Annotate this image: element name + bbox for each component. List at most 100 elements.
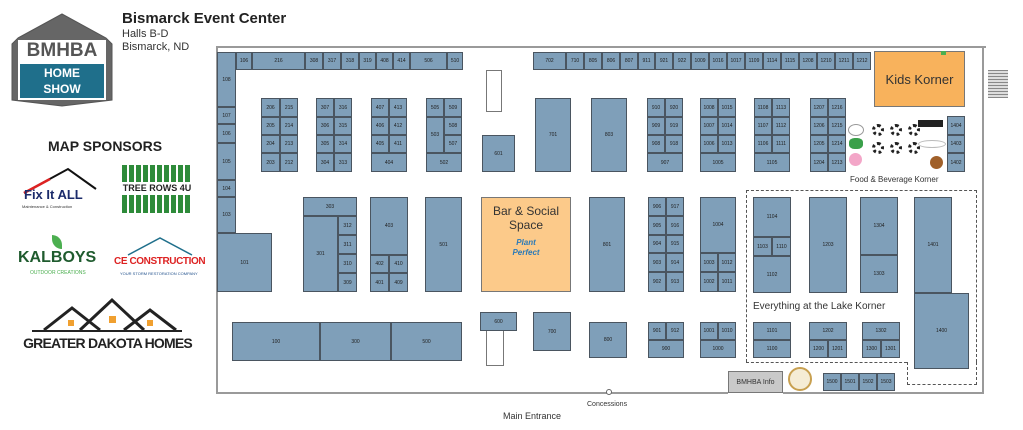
booth-108[interactable]: 108 xyxy=(217,52,236,107)
booth-600[interactable]: 600 xyxy=(480,312,517,331)
booth-801[interactable]: 801 xyxy=(589,197,625,292)
booth-1211[interactable]: 1211 xyxy=(835,52,853,70)
booth-1401[interactable]: 1401 xyxy=(914,197,952,293)
booth-405[interactable]: 405 xyxy=(371,135,389,153)
booth-800[interactable]: 800 xyxy=(589,322,627,358)
booth-1214[interactable]: 1214 xyxy=(828,135,846,153)
booth-305[interactable]: 305 xyxy=(316,135,334,153)
booth-319[interactable]: 319 xyxy=(359,52,376,70)
booth-710[interactable]: 710 xyxy=(566,52,584,70)
booth-1109[interactable]: 1109 xyxy=(745,52,763,70)
booth-906[interactable]: 906 xyxy=(648,197,666,216)
booth-901[interactable]: 901 xyxy=(648,322,666,340)
booth-215[interactable]: 215 xyxy=(280,98,298,117)
booth-409[interactable]: 409 xyxy=(389,273,408,292)
booth-1203[interactable]: 1203 xyxy=(809,197,847,293)
booth-1013[interactable]: 1013 xyxy=(718,135,736,153)
booth-1015[interactable]: 1015 xyxy=(718,98,736,117)
booth-1113[interactable]: 1113 xyxy=(772,98,790,117)
booth-1001[interactable]: 1001 xyxy=(700,322,718,340)
booth-803[interactable]: 803 xyxy=(591,98,627,172)
booth-503[interactable]: 503 xyxy=(426,117,444,153)
booth-915[interactable]: 915 xyxy=(666,235,684,253)
booth-315[interactable]: 315 xyxy=(334,117,352,135)
sponsor-treerows4u[interactable]: TREE ROWS 4U xyxy=(122,165,192,213)
booth-1102[interactable]: 1102 xyxy=(753,256,791,293)
booth-412[interactable]: 412 xyxy=(389,117,407,135)
booth-1112[interactable]: 1112 xyxy=(772,117,790,135)
booth-203[interactable]: 203 xyxy=(261,153,280,172)
booth-907[interactable]: 907 xyxy=(647,153,683,172)
booth-701[interactable]: 701 xyxy=(535,98,571,172)
booth-501[interactable]: 501 xyxy=(425,197,462,292)
booth-1404[interactable]: 1404 xyxy=(947,116,965,135)
booth-912[interactable]: 912 xyxy=(666,322,684,340)
booth-407[interactable]: 407 xyxy=(371,98,389,117)
booth-313[interactable]: 313 xyxy=(334,153,352,172)
booth-1501[interactable]: 1501 xyxy=(841,373,859,391)
booth-1007[interactable]: 1007 xyxy=(700,117,718,135)
booth-314[interactable]: 314 xyxy=(334,135,352,153)
booth-318[interactable]: 318 xyxy=(341,52,359,70)
booth-505[interactable]: 505 xyxy=(426,98,444,117)
booth-307[interactable]: 307 xyxy=(316,98,334,117)
booth-1002[interactable]: 1002 xyxy=(700,272,718,292)
booth-919[interactable]: 919 xyxy=(665,117,683,135)
booth-1301[interactable]: 1301 xyxy=(881,340,900,358)
booth-904[interactable]: 904 xyxy=(648,235,666,253)
booth-303[interactable]: 303 xyxy=(303,197,357,216)
kids-korner[interactable]: Kids Korner xyxy=(874,51,965,107)
booth-1502[interactable]: 1502 xyxy=(859,373,877,391)
booth-1206[interactable]: 1206 xyxy=(810,117,828,135)
booth-507[interactable]: 507 xyxy=(444,135,462,153)
booth-317[interactable]: 317 xyxy=(323,52,341,70)
booth-807[interactable]: 807 xyxy=(620,52,638,70)
booth-403[interactable]: 403 xyxy=(370,197,408,255)
booth-308[interactable]: 308 xyxy=(305,52,323,70)
booth-402[interactable]: 402 xyxy=(370,255,389,273)
bmhba-info-booth[interactable]: BMHBA Info xyxy=(728,371,783,393)
booth-1212[interactable]: 1212 xyxy=(853,52,871,70)
booth-1500[interactable]: 1500 xyxy=(823,373,841,391)
booth-413[interactable]: 413 xyxy=(389,98,407,117)
booth-300[interactable]: 300 xyxy=(320,322,391,361)
booth-900[interactable]: 900 xyxy=(648,340,684,358)
booth-1207[interactable]: 1207 xyxy=(810,98,828,117)
booth-509[interactable]: 509 xyxy=(444,98,462,117)
booth-310[interactable]: 310 xyxy=(338,254,357,273)
sponsor-ce-construction[interactable]: CE CONSTRUCTION YOUR STORM RESTORATION C… xyxy=(112,235,210,280)
booth-918[interactable]: 918 xyxy=(665,135,683,153)
booth-1204[interactable]: 1204 xyxy=(810,153,828,172)
booth-1200[interactable]: 1200 xyxy=(809,340,828,358)
booth-908[interactable]: 908 xyxy=(647,135,665,153)
booth-1403[interactable]: 1403 xyxy=(947,135,965,153)
booth-1111[interactable]: 1111 xyxy=(772,135,790,153)
booth-911[interactable]: 911 xyxy=(638,52,655,70)
booth-100[interactable]: 100 xyxy=(232,322,320,361)
booth-506[interactable]: 506 xyxy=(410,52,447,70)
booth-917[interactable]: 917 xyxy=(666,197,684,216)
booth-206[interactable]: 206 xyxy=(261,98,280,117)
booth-1010[interactable]: 1010 xyxy=(718,322,736,340)
sponsor-greater-dakota-homes[interactable]: GREATER DAKOTA HOMES xyxy=(20,296,195,354)
booth-1303[interactable]: 1303 xyxy=(860,255,898,293)
booth-1108[interactable]: 1108 xyxy=(754,98,772,117)
booth-910[interactable]: 910 xyxy=(647,98,665,117)
booth-1009[interactable]: 1009 xyxy=(691,52,709,70)
booth-1014[interactable]: 1014 xyxy=(718,117,736,135)
booth-411[interactable]: 411 xyxy=(389,135,407,153)
booth-212[interactable]: 212 xyxy=(280,153,298,172)
booth-311[interactable]: 311 xyxy=(338,235,357,254)
booth-414[interactable]: 414 xyxy=(393,52,410,70)
booth-903[interactable]: 903 xyxy=(648,253,666,272)
booth-1004[interactable]: 1004 xyxy=(700,197,736,253)
booth-107[interactable]: 107 xyxy=(217,107,236,124)
booth-1100[interactable]: 1100 xyxy=(753,340,791,358)
booth-914[interactable]: 914 xyxy=(666,253,684,272)
booth-1304[interactable]: 1304 xyxy=(860,197,898,255)
booth-1216[interactable]: 1216 xyxy=(828,98,846,117)
booth-204[interactable]: 204 xyxy=(261,135,280,153)
booth-1202[interactable]: 1202 xyxy=(809,322,847,340)
booth-1215[interactable]: 1215 xyxy=(828,117,846,135)
booth-103[interactable]: 103 xyxy=(217,197,236,233)
